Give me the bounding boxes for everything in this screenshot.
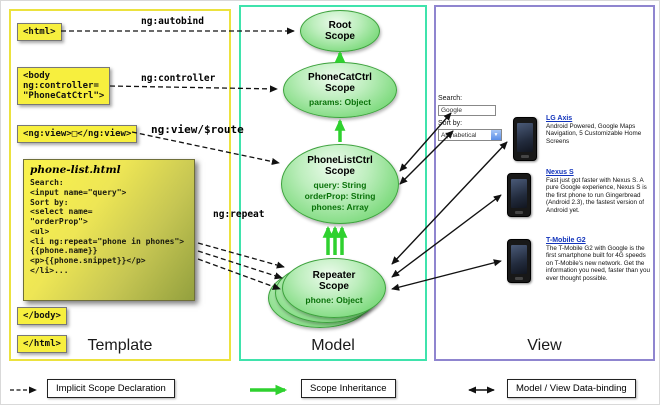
phone-list-note: phone-list.html Search: <input name="que… [23,159,195,301]
phone-description: Fast just got faster with Nexus S. A pur… [546,177,647,214]
view-column-label: View [527,337,562,354]
ng-view-route-label: ng:view/$route [151,123,244,136]
sort-select-value: Alphabetical [441,131,477,139]
phonelistctrl-scope-ellipse: PhoneListCtrl Scope query: String orderP… [281,144,399,224]
repeater-scope-title: Repeater Scope [312,269,356,293]
legend-scope-inheritance: Scope Inheritance [301,379,396,398]
view-column: Search: Sort by: Alphabetical ▼ LG Axis … [434,5,655,361]
repeater-scope-ellipse: Repeater Scope phone: Object [282,258,386,318]
phone-entry-nexus-s: Nexus S Fast just got faster with Nexus … [546,169,650,214]
phonelistctrl-scope-props: query: String orderProp: String phones: … [304,179,376,213]
ng-autobind-label: ng:autobind [141,16,204,27]
phone-list-title: phone-list.html [30,164,121,176]
phone-entry-tmobile-g2: T-Mobile G2 The T-Mobile G2 with Google … [546,237,650,282]
html-close-tag: </html> [17,335,67,353]
phone-button [515,277,523,280]
phone-entry-lg-axis: LG Axis Android Powered, Google Maps Nav… [546,115,650,145]
phone-name-link[interactable]: LG Axis [546,115,573,122]
phone-screen [511,245,527,274]
phone-description: Android Powered, Google Maps Navigation,… [546,123,642,145]
dropdown-arrow-icon: ▼ [491,130,501,140]
ng-repeat-label: ng:repeat [213,209,265,220]
phone-image-nexus-s [507,173,531,217]
phone-description: The T-Mobile G2 with Google is the first… [546,245,650,282]
green-arrow-icon [250,384,288,396]
phone-name-link[interactable]: T-Mobile G2 [546,237,586,244]
search-input[interactable] [438,105,496,116]
double-arrow-icon [468,386,495,394]
phonecatctrl-scope-ellipse: PhoneCatCtrl Scope params: Object [283,62,397,118]
root-scope-ellipse: Root Scope [300,10,380,52]
phone-image-tmobile-g2 [507,239,531,283]
phonecatctrl-scope-title: PhoneCatCtrl Scope [308,71,372,95]
html-open-tag: <html> [17,23,62,41]
phonecatctrl-scope-props: params: Object [309,96,371,107]
ng-controller-label: ng:controller [141,73,216,84]
phone-button [521,155,529,158]
legend-data-binding: Model / View Data-binding [507,379,636,398]
dashed-arrow-icon [10,386,37,394]
sort-by-label: Sort by: [438,120,463,127]
model-column-label: Model [311,337,355,354]
body-open-tag: <body ng:controller= "PhoneCatCtrl"> [17,67,111,105]
body-close-tag: </body> [17,307,67,325]
model-column: Root Scope PhoneCatCtrl Scope params: Ob… [239,5,427,361]
phonelistctrl-scope-title: PhoneListCtrl Scope [307,154,373,178]
template-column: <html> <body ng:controller= "PhoneCatCtr… [9,9,231,361]
phone-name-link[interactable]: Nexus S [546,169,574,176]
phone-screen [511,179,527,208]
phone-list-code: Search: <input name="query"> Sort by: <s… [30,178,185,275]
phone-image-lg-axis [513,117,537,161]
root-scope-title: Root Scope [324,19,355,43]
repeater-scope-props: phone: Object [305,294,363,305]
phone-screen [517,123,533,152]
search-label: Search: [438,95,463,102]
phone-button [515,211,523,214]
ng-view-tag: <ng:view>□</ng:view> [17,125,138,143]
template-column-label: Template [87,337,153,354]
legend-implicit-scope: Implicit Scope Declaration [47,379,175,398]
sort-select[interactable]: Alphabetical ▼ [438,129,502,141]
